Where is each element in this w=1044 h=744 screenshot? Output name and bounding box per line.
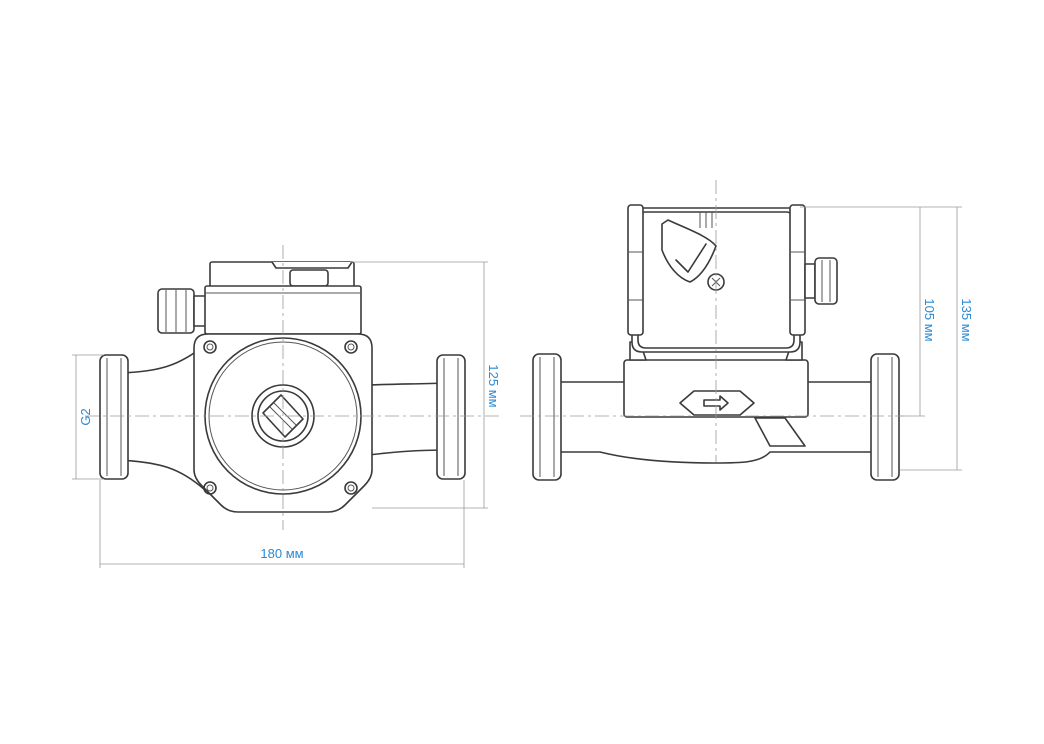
front-pipe-body-right (367, 382, 449, 456)
side-cable-gland (804, 257, 838, 305)
speed-selector-knob-icon (661, 219, 717, 283)
side-outer-height-dimension-label: 135 мм (959, 298, 974, 341)
side-right-flange (870, 353, 900, 481)
thread-dimension-label: G2 (78, 408, 93, 425)
side-view (532, 204, 900, 481)
front-right-flange (436, 354, 466, 480)
front-left-flange (99, 354, 129, 480)
front-view (99, 261, 466, 513)
front-height-dimension-label: 125 мм (486, 364, 501, 407)
front-bolt-holes (203, 340, 358, 495)
side-left-flange (532, 353, 562, 481)
front-pipe-body (117, 344, 206, 491)
side-dimensions (800, 206, 962, 471)
width-dimension-label: 180 мм (260, 546, 303, 561)
flow-direction-arrow-icon (679, 390, 755, 416)
front-cable-gland (157, 288, 207, 334)
front-dimensions (72, 261, 488, 568)
side-inner-height-dimension-label: 105 мм (922, 298, 937, 341)
